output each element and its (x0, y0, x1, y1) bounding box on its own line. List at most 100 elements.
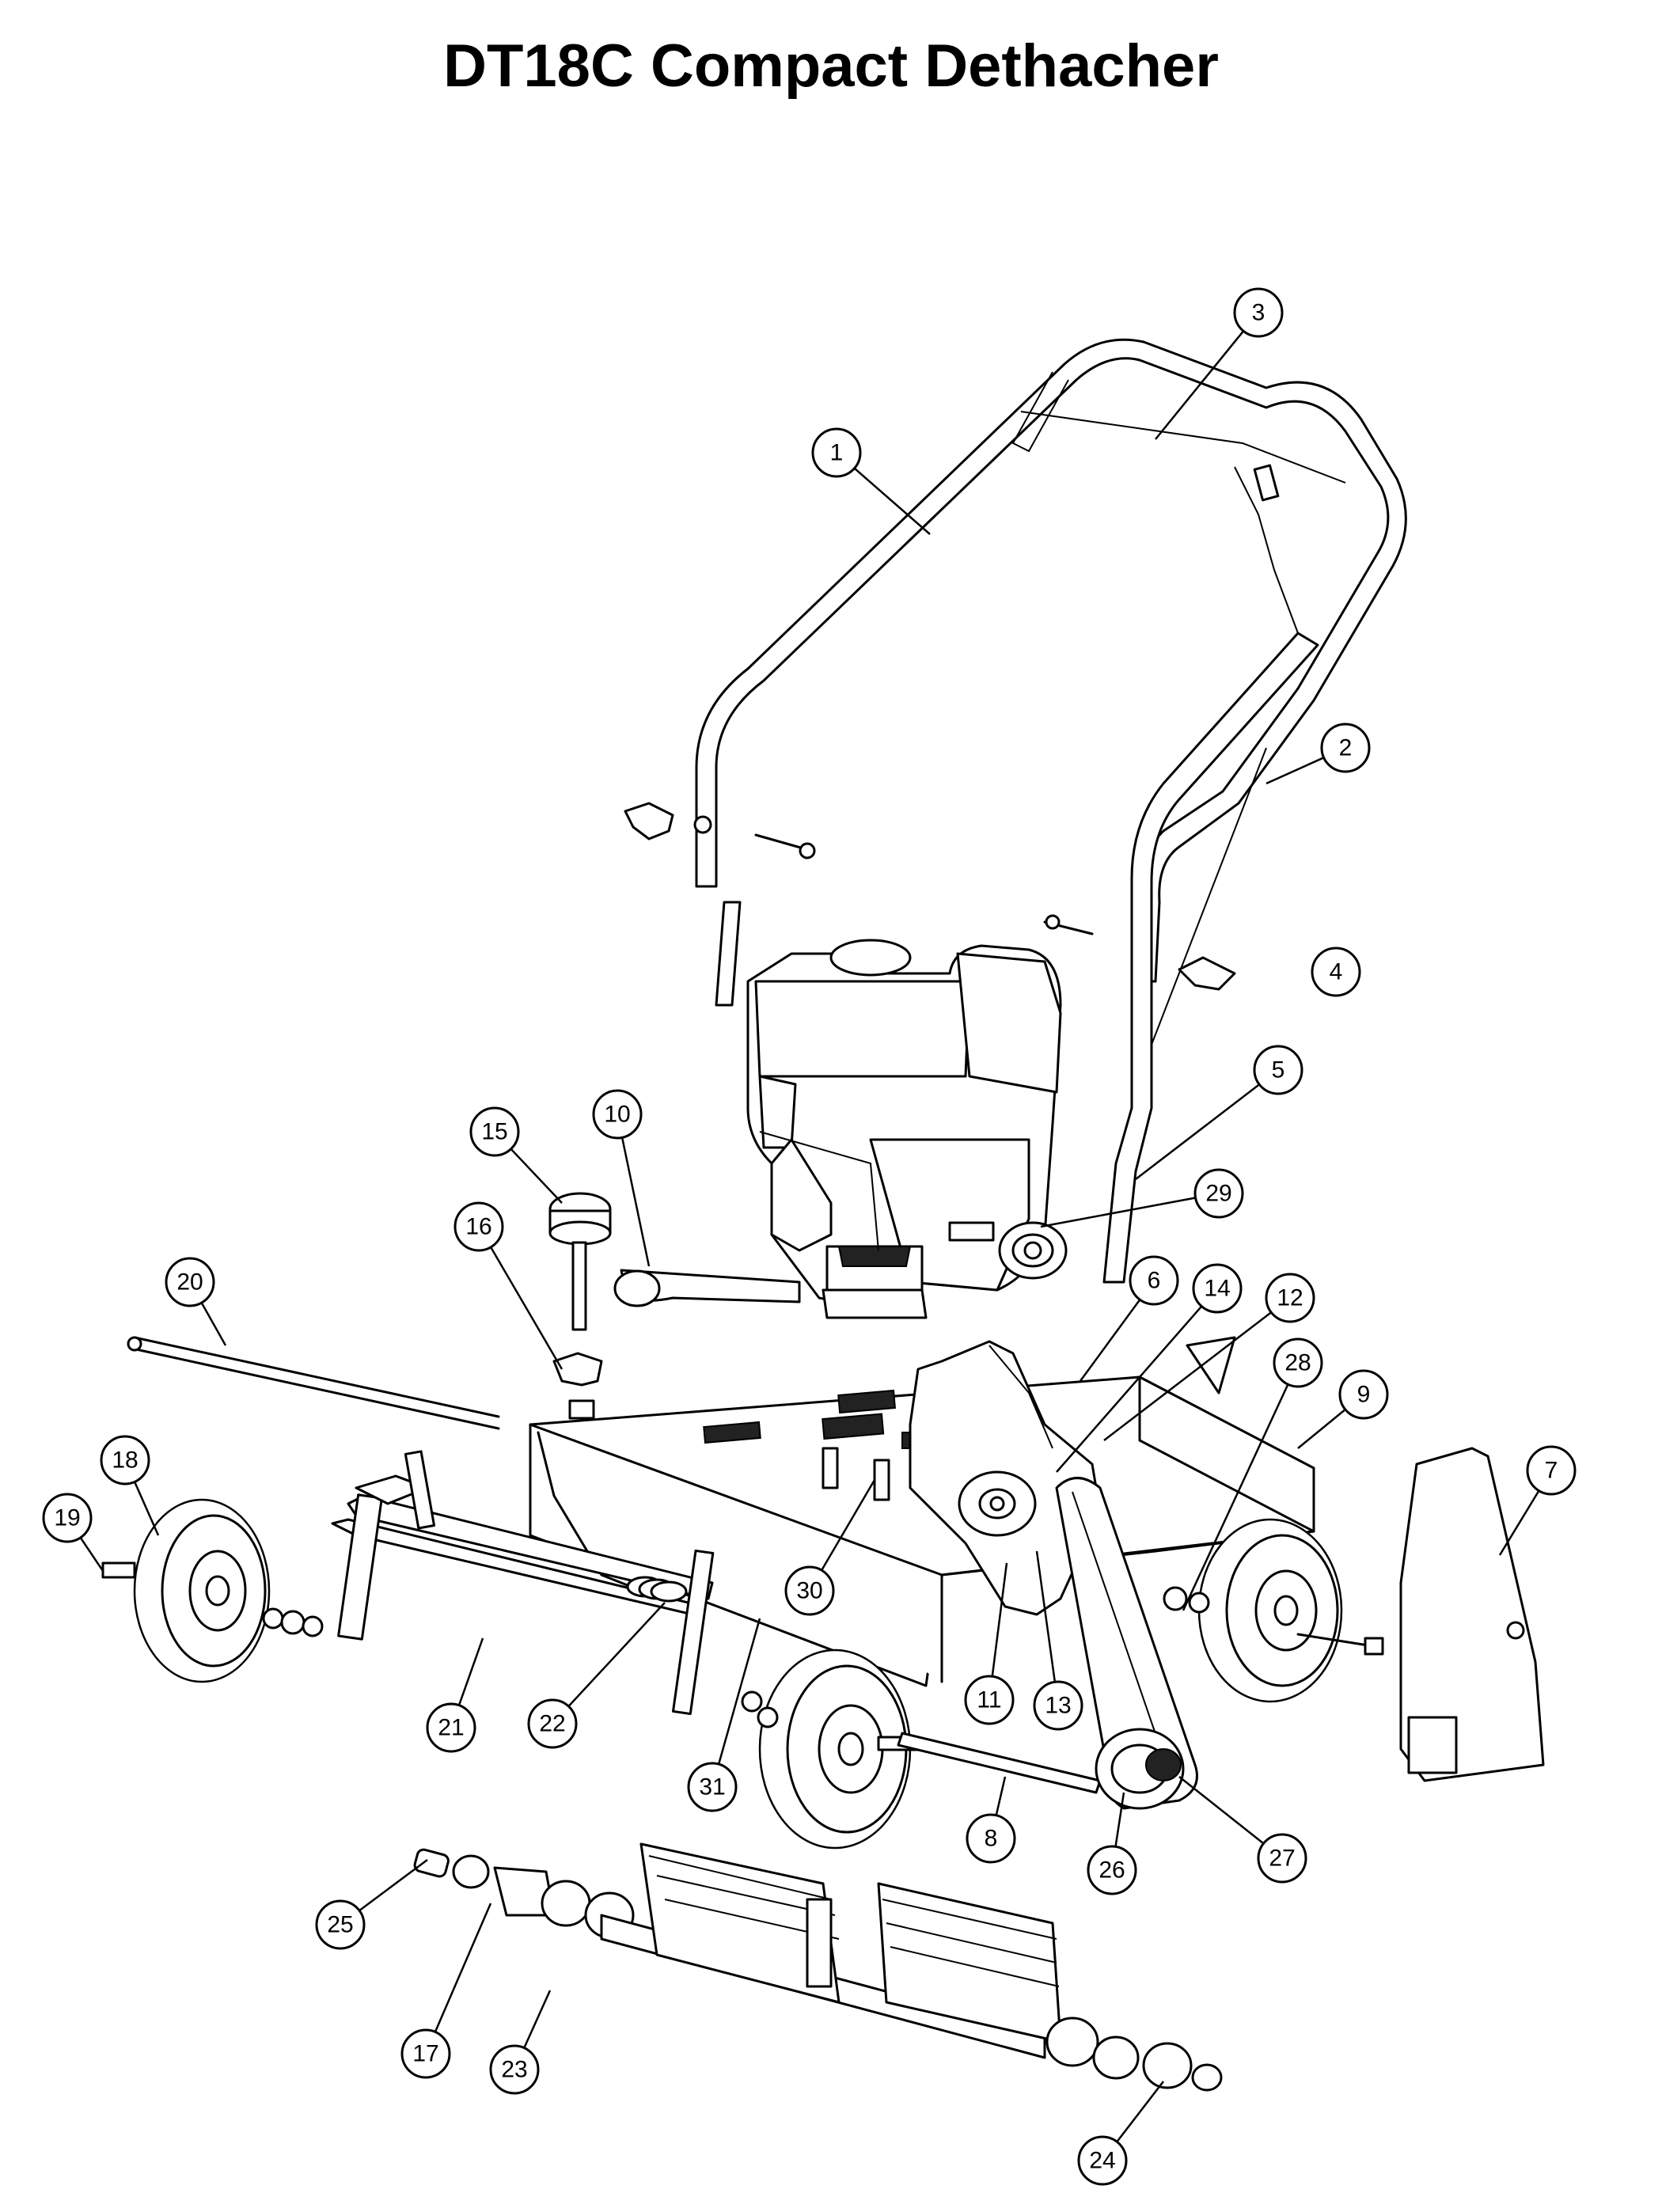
callout-28: 28 (1182, 1337, 1323, 1611)
handle-knob-right (1043, 914, 1236, 991)
callout-circle (1129, 1255, 1179, 1306)
callout-15: 15 (469, 1106, 563, 1204)
callout-circle (592, 1089, 643, 1140)
callout-circle (784, 1565, 835, 1616)
callout-leader (1178, 1776, 1265, 1845)
callout-number: 1 (830, 440, 844, 466)
callout-leader (1265, 757, 1325, 785)
callout-leader (79, 1537, 104, 1572)
callout-20: 20 (165, 1257, 227, 1346)
callout-number: 4 (1330, 959, 1343, 985)
callout-number: 16 (465, 1214, 491, 1240)
callout-circle (527, 1698, 578, 1749)
callout-circle (1033, 1680, 1083, 1731)
rotor-guard (1399, 1447, 1545, 1782)
callout-leader (1116, 2081, 1164, 2142)
callout-8: 8 (966, 1776, 1016, 1864)
callout-number: 27 (1269, 1846, 1295, 1872)
callout-circle (1233, 287, 1284, 338)
callout-number: 15 (481, 1119, 507, 1145)
page-title: DT18C Compact Dethacher (443, 32, 1219, 100)
callout-number: 17 (412, 2041, 438, 2067)
callout-19: 19 (42, 1493, 104, 1572)
callout-leader (995, 1776, 1007, 1816)
callout-number: 26 (1099, 1857, 1125, 1884)
callout-circle (1273, 1337, 1323, 1388)
callout-circle (1193, 1168, 1244, 1219)
callout-number: 12 (1277, 1285, 1303, 1311)
callout-number: 28 (1284, 1350, 1311, 1376)
callout-circle (811, 427, 862, 478)
callout-10: 10 (592, 1089, 651, 1267)
callout-number: 6 (1148, 1268, 1161, 1294)
callout-circle (1087, 1845, 1137, 1895)
callout-leader (1155, 330, 1245, 440)
callout-number: 5 (1272, 1057, 1285, 1083)
callout-21: 21 (426, 1637, 484, 1753)
callout-number: 7 (1545, 1458, 1558, 1484)
callout-number: 10 (604, 1102, 630, 1128)
callout-leader (1114, 1792, 1125, 1847)
callout-leader (1035, 1550, 1057, 1683)
callout-23: 23 (489, 1990, 552, 2095)
callout-leader (523, 1990, 552, 2049)
callout-number: 24 (1089, 2148, 1115, 2174)
callout-number: 22 (539, 1711, 565, 1737)
callout-circle (1253, 1045, 1303, 1095)
callout-number: 19 (54, 1505, 80, 1531)
callout-12: 12 (1103, 1273, 1315, 1441)
callout-number: 9 (1357, 1382, 1371, 1408)
callout-number: 25 (327, 1912, 353, 1938)
callout-leader (991, 1562, 1008, 1677)
callout-number: 14 (1204, 1276, 1230, 1302)
callout-leader (1297, 1409, 1346, 1449)
callout-circle (469, 1106, 520, 1157)
callout-25: 25 (315, 1858, 428, 1950)
callout-number: 2 (1339, 735, 1353, 761)
callout-leader (490, 1246, 563, 1370)
callout-3: 3 (1155, 287, 1284, 440)
handle-knob-left (624, 802, 816, 859)
rotor-drive-pulley (1095, 1728, 1185, 1810)
callout-leader (1498, 1489, 1540, 1556)
tension-spring (626, 1576, 688, 1603)
callout-circle (42, 1493, 93, 1543)
callout-leader (620, 1137, 651, 1267)
callout-7: 7 (1498, 1445, 1577, 1556)
axle-rod (127, 1336, 500, 1430)
callout-leader (821, 1479, 876, 1571)
callout-leader (510, 1148, 563, 1204)
callout-leader (457, 1637, 484, 1706)
upper-handle (695, 338, 1407, 983)
lever-bracket (552, 1352, 603, 1420)
callout-14: 14 (1056, 1263, 1243, 1473)
callout-circle (315, 1899, 366, 1950)
callout-leader (133, 1481, 160, 1536)
engine-pulley (948, 1221, 1068, 1280)
callout-number: 3 (1252, 300, 1265, 326)
callout-number: 11 (977, 1687, 1001, 1713)
callout-5: 5 (1135, 1045, 1303, 1180)
callout-31: 31 (687, 1618, 761, 1812)
wheel-rear-left (741, 1649, 920, 1850)
callout-6: 6 (1079, 1255, 1179, 1382)
callout-number: 21 (438, 1715, 464, 1741)
lift-arm (331, 1450, 715, 1716)
callout-circle (1311, 947, 1361, 997)
callout-leader (1103, 1311, 1272, 1441)
callout-18: 18 (100, 1435, 160, 1536)
callout-2: 2 (1265, 723, 1371, 785)
callout-leader (567, 1602, 666, 1707)
callout-leader (359, 1858, 428, 1912)
callout-11: 11 (964, 1562, 1015, 1725)
callout-number: 8 (985, 1826, 998, 1852)
callout-29: 29 (1040, 1168, 1244, 1228)
callout-circle (966, 1813, 1016, 1864)
callout-circle (489, 2044, 540, 2095)
callout-circle (100, 1435, 150, 1485)
idler-pulley (958, 1470, 1037, 1537)
rotor-assembly (413, 1842, 1223, 2092)
callout-leader (1182, 1383, 1289, 1611)
callout-leader (853, 467, 931, 535)
